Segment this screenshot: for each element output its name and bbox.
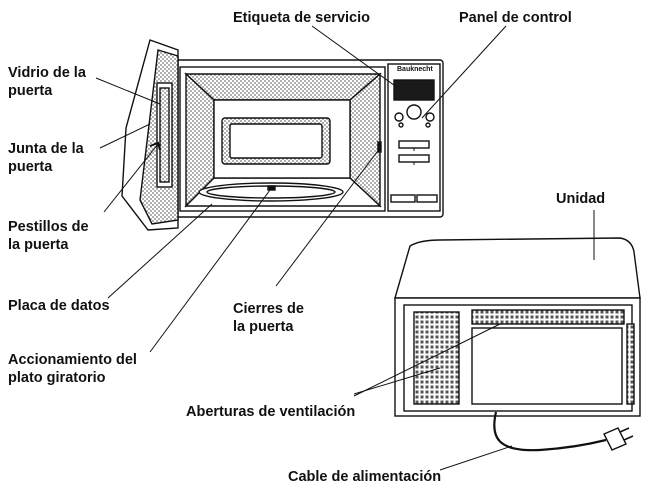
label-unit: Unidad <box>556 191 606 207</box>
label-door-seal-line2: puerta <box>8 159 53 175</box>
microwave-front <box>121 39 444 231</box>
label-door-seal-line1: Junta de la <box>8 141 84 157</box>
panel-button-stop <box>416 194 438 203</box>
leader-control-panel <box>421 25 507 119</box>
leader-vent-1 <box>353 367 441 395</box>
label-door-locks-line2: la puerta <box>233 319 294 335</box>
label-turntable-drive-line2: plato giratorio <box>8 370 106 386</box>
vent-row-top <box>471 309 625 325</box>
unit-top <box>394 237 641 299</box>
turntable-drive-mark <box>267 185 276 191</box>
panel-button-start <box>390 194 416 203</box>
leader-service-tag <box>311 25 399 89</box>
label-service-tag: Etiqueta de servicio <box>233 10 370 26</box>
leader-door-latches <box>103 143 159 213</box>
leader-vent-2 <box>353 323 501 397</box>
control-knob-left <box>394 112 404 122</box>
vent-column-right <box>626 323 635 405</box>
door-lock-slot <box>377 141 382 153</box>
label-door-glass-line2: puerta <box>8 83 53 99</box>
panel-button-2 <box>398 154 430 163</box>
label-door-latches: Pestillos de la puerta <box>8 218 89 254</box>
power-plug <box>603 427 627 451</box>
control-knob-right <box>425 112 435 122</box>
leader-door-locks <box>275 147 381 287</box>
label-control-panel: Panel de control <box>459 10 572 26</box>
unit-cavity-opening <box>471 327 623 405</box>
power-cable <box>493 411 607 452</box>
label-door-locks-line1: Cierres de <box>233 301 304 317</box>
panel-button-1 <box>398 140 430 149</box>
door-latch <box>149 141 161 151</box>
label-turntable-drive-line1: Accionamiento del <box>8 352 137 368</box>
label-door-glass: Vidrio de la puerta <box>8 64 86 100</box>
label-data-plate: Placa de datos <box>8 298 110 314</box>
leader-lines <box>95 25 595 471</box>
display-window <box>393 79 435 101</box>
label-door-latches-line2: la puerta <box>8 237 69 253</box>
label-door-glass-line1: Vidrio de la <box>8 65 86 81</box>
label-door-latches-line1: Pestillos de <box>8 219 89 235</box>
leader-turntable-drive <box>149 189 271 353</box>
label-turntable-drive: Accionamiento del plato giratorio <box>8 351 137 387</box>
cavity-top-wall <box>184 73 382 101</box>
leader-door-glass <box>95 77 161 105</box>
leader-data-plate <box>107 203 213 299</box>
microwave-rear-unit <box>394 237 641 452</box>
label-power-cable: Cable de alimentación <box>288 469 442 485</box>
brand-badge: Bauknecht <box>397 66 433 73</box>
control-knob-main <box>406 104 422 120</box>
leader-power-cable <box>439 445 513 471</box>
label-door-locks: Cierres de la puerta <box>233 300 304 336</box>
vent-block-left <box>413 311 460 405</box>
label-ventilation: Aberturas de ventilación <box>186 404 356 420</box>
leader-door-seal <box>99 123 151 149</box>
label-door-seal: Junta de la puerta <box>8 140 84 176</box>
